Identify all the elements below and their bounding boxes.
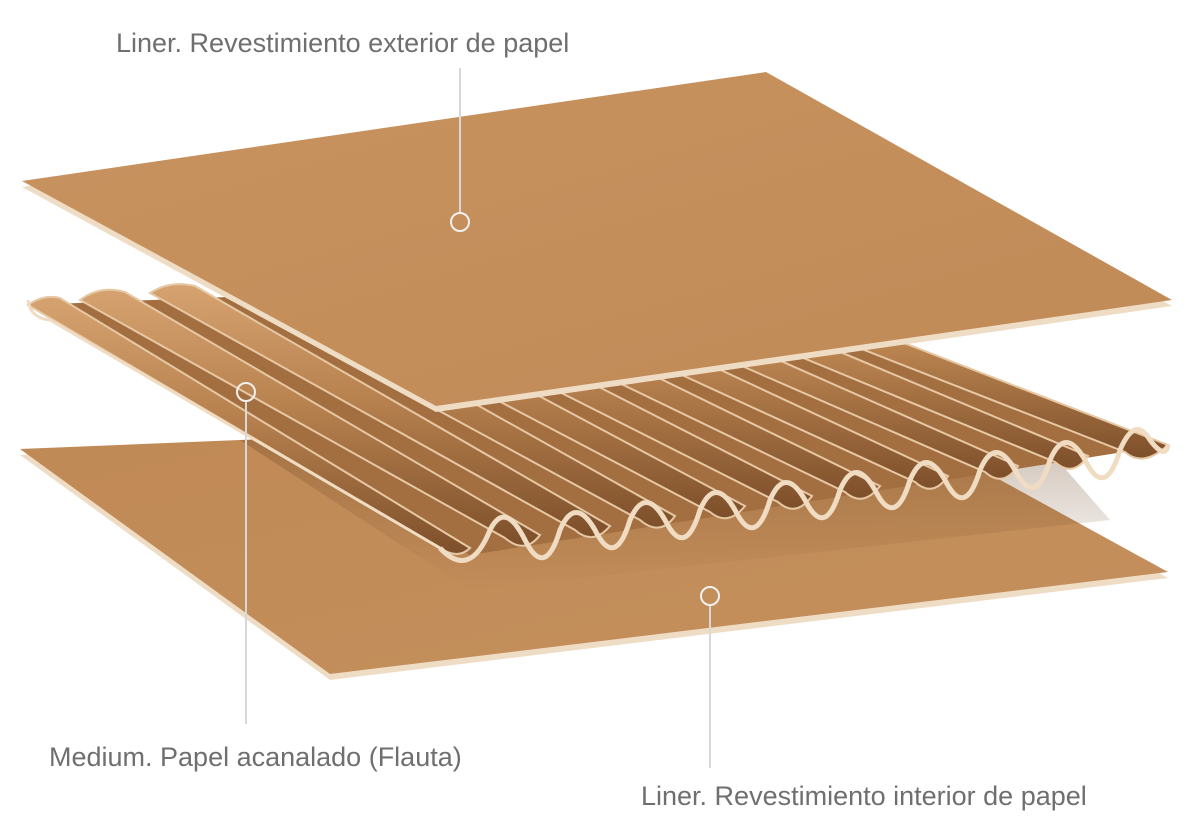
flute-front-edge <box>438 427 1171 563</box>
inner-liner-label: Liner. Revestimiento interior de papel <box>641 781 1087 811</box>
outer-liner-label: Liner. Revestimiento exterior de papel <box>116 28 570 58</box>
medium-marker <box>236 382 256 402</box>
medium-label: Medium. Papel acanalado (Flauta) <box>49 742 462 772</box>
callouts <box>236 68 720 768</box>
flute-left-edge <box>26 299 441 550</box>
outer-liner-marker <box>450 212 470 232</box>
inner-liner-marker <box>700 586 720 606</box>
outer-liner-sheet <box>22 72 1172 412</box>
